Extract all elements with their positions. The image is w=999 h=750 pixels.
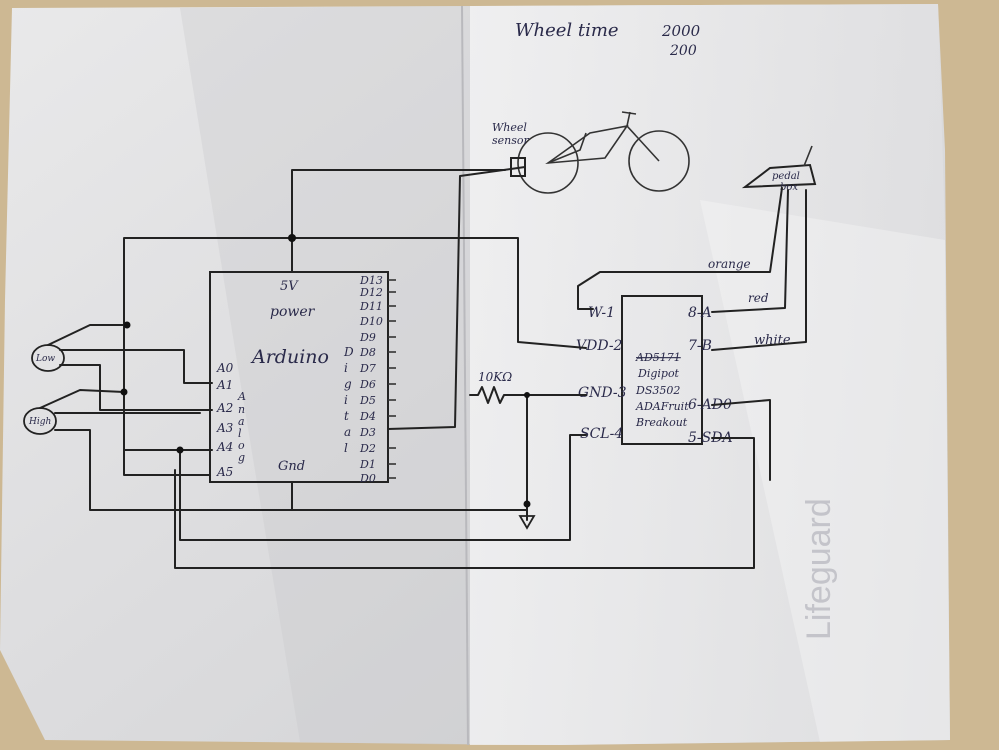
ground-symbol (518, 515, 536, 530)
chip-label-adafruit: ADAFruit (635, 400, 689, 413)
chip-label-ds3502: DS3502 (635, 384, 680, 397)
pin-scl-label: SCL-4 (580, 426, 623, 442)
value-200: 200 (669, 43, 697, 59)
resistor-label: 10KΩ (478, 370, 512, 384)
pin-d7: D7 (359, 362, 376, 375)
pin-d4: D4 (359, 410, 376, 423)
wire-orange-label: orange (708, 257, 751, 271)
chip-struck-label: AD5171 (635, 351, 681, 364)
digital-letter-4: i (344, 393, 348, 407)
pin-a5: A5 (216, 465, 233, 479)
pin-a4: A4 (216, 440, 233, 454)
pin-d2: D2 (359, 442, 376, 455)
pedal-box-label-2: box (780, 182, 798, 193)
analog-letter-5: o (238, 439, 245, 452)
resistor-symbol (469, 386, 528, 404)
power-label: power (270, 304, 316, 320)
pin-sda-label: 5-SDA (688, 430, 733, 446)
pedal-box-label: pedal (772, 171, 800, 182)
pin-d9: D9 (359, 331, 376, 344)
pin-b-label: 7-B (688, 338, 712, 354)
chip-label-digipot: Digipot (637, 367, 680, 380)
value-2000: 2000 (661, 22, 701, 40)
pin-a1: A1 (216, 378, 233, 392)
digipot-chip (621, 295, 703, 445)
pin-a0: A0 (216, 361, 234, 375)
pin-a3: A3 (216, 421, 234, 435)
wire-network (39, 166, 807, 569)
wheel-sensor-label-2: sensor (492, 134, 530, 147)
analog-letter-3: a (238, 415, 245, 428)
high-label: High (28, 417, 51, 427)
pin-d12: D12 (359, 286, 383, 299)
pin-a-label: 8-A (688, 305, 712, 321)
wire-red-label: red (748, 291, 769, 305)
wheel-sensor-label: Wheel (492, 121, 527, 134)
digital-letter-1: D (343, 345, 354, 359)
wheel-time-label: Wheel time (515, 20, 619, 41)
analog-letter-4: l (238, 427, 242, 440)
pin-d10: D10 (359, 315, 383, 328)
chip-label-breakout: Breakout (635, 416, 688, 429)
pin-d1: D1 (359, 458, 376, 471)
analog-letter-2: n (238, 403, 245, 416)
arduino-label: Arduino (250, 346, 329, 368)
low-label: Low (35, 354, 55, 364)
pin-d13: D13 (359, 274, 383, 287)
bicycle-icon (517, 111, 690, 194)
pin-w-label: W-1 (588, 305, 615, 321)
pin-ad0-label: 6-AD0 (688, 397, 732, 413)
pin-d5: D5 (359, 394, 376, 407)
digital-letter-3: g (344, 377, 352, 391)
pin-d0: D0 (359, 472, 376, 485)
pin-d11: D11 (359, 300, 383, 313)
arduino-board (209, 271, 389, 483)
analog-letter-1: A (237, 390, 246, 403)
digital-letter-6: a (344, 425, 351, 439)
pin-5v: 5V (280, 279, 299, 294)
gnd-label: Gnd (278, 459, 305, 474)
digital-letter-5: t (344, 409, 349, 423)
digital-letter-7: l (344, 441, 348, 455)
pin-d3: D3 (359, 426, 376, 439)
analog-letter-6: g (238, 451, 245, 464)
pedal-box (741, 163, 817, 189)
digital-letter-2: i (344, 361, 348, 375)
pin-a2: A2 (216, 401, 233, 415)
pin-d6: D6 (359, 378, 376, 391)
bleed-through-text: Lifeguard (800, 498, 838, 640)
pin-d8: D8 (359, 346, 376, 359)
pin-gnd-label: GND-3 (578, 385, 627, 401)
pin-vdd-label: VDD-2 (576, 338, 623, 354)
